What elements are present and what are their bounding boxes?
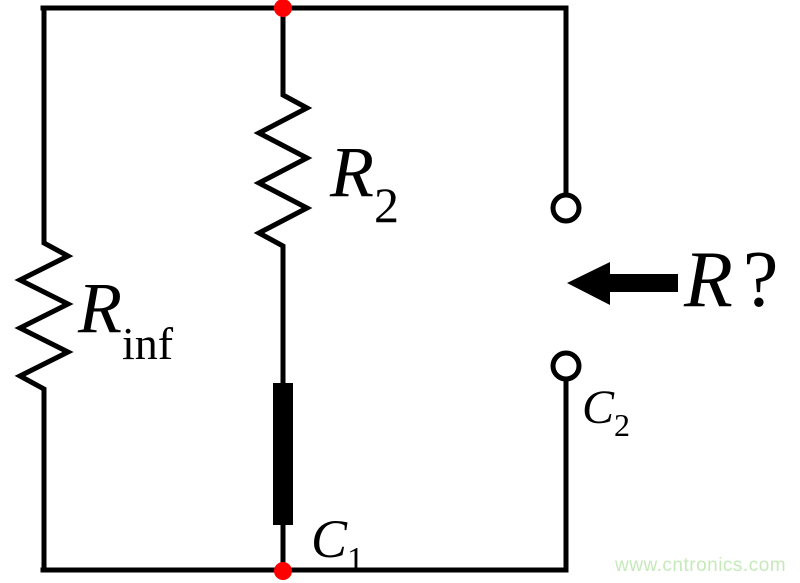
- label-rinf-symbol: R: [78, 268, 122, 348]
- junction-dot-top: [274, 0, 292, 17]
- label-c2-symbol: C: [582, 381, 615, 434]
- terminal-lower-circle: [550, 350, 582, 382]
- label-c1-symbol: C: [311, 509, 348, 569]
- resistor-r2: [253, 5, 313, 388]
- label-r2-subscript: 2: [373, 177, 399, 233]
- label-rinf-subscript: inf: [121, 318, 174, 369]
- label-rinf: Rinf: [78, 272, 173, 367]
- label-c1: C1: [311, 509, 364, 577]
- label-r2-symbol: R: [330, 132, 374, 212]
- junction-dot-bottom: [274, 562, 292, 580]
- watermark: www.cntronics.com: [615, 555, 787, 576]
- terminal-upper-circle: [550, 192, 582, 224]
- label-c2: C2: [582, 381, 630, 442]
- resistor-rinf: [14, 5, 74, 573]
- arrow-left-icon: [567, 262, 678, 305]
- label-unknown-resistance: R?: [684, 240, 778, 320]
- label-c1-subscript: 1: [347, 541, 365, 578]
- label-unknown-resistance-question: ?: [742, 236, 779, 324]
- label-unknown-resistance-symbol: R: [684, 236, 733, 324]
- label-r2: R2: [330, 136, 399, 230]
- capacitor-c1-bar: [273, 383, 293, 525]
- label-c2-subscript: 2: [614, 407, 631, 443]
